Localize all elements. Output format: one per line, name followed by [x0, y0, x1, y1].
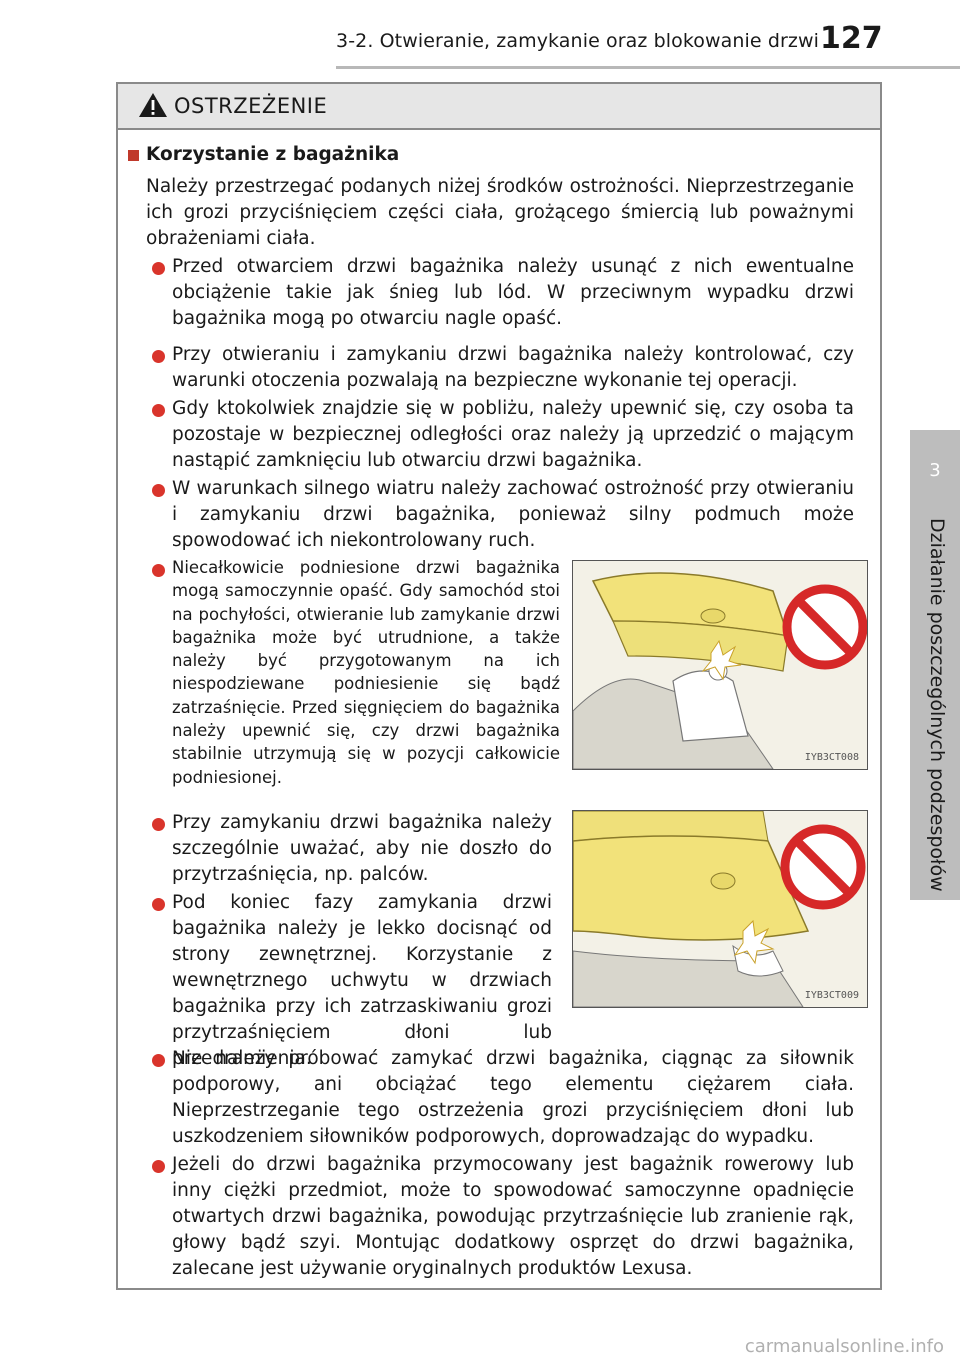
- bullet-item: Nie należy próbować zamykać drzwi bagażn…: [172, 1048, 854, 1147]
- bullet-dot: [152, 818, 165, 831]
- bullet-dot: [152, 898, 165, 911]
- header-rule: [336, 66, 960, 69]
- figure-trunk-lid-falling: IYB3CT008: [572, 560, 868, 770]
- watermark-text[interactable]: carmanualsonline.info: [744, 1336, 944, 1357]
- bullet-item: Jeżeli do drzwi bagażnika przymocowany j…: [172, 1154, 854, 1279]
- figure-code: IYB3CT009: [804, 990, 859, 1001]
- warning-triangle-icon: [139, 93, 167, 117]
- bullet-dot: [152, 1054, 165, 1067]
- warning-intro: Należy przestrzegać podanych niżej środk…: [146, 176, 854, 249]
- bullet-dot: [152, 404, 165, 417]
- illustration-open-tailgate: [573, 561, 867, 769]
- bullet-item: Niecałkowicie podniesione drzwi bagażnik…: [172, 558, 560, 787]
- figure-trunk-lid-closing: IYB3CT009: [572, 810, 868, 1008]
- illustration-closing-tailgate: [573, 811, 867, 1007]
- warning-header: OSTRZEŻENIE: [118, 84, 880, 130]
- chapter-title: Działanie poszczególnych podzespołów: [926, 518, 948, 892]
- bullet-item: Przed otwarciem drzwi bagażnika należy u…: [172, 256, 854, 329]
- bullet-item: W warunkach silnego wiatru należy zachow…: [172, 478, 854, 551]
- page-number: 127: [820, 21, 883, 56]
- bullet-dot: [152, 350, 165, 363]
- bullet-dot: [152, 262, 165, 275]
- chapter-side-tab: 3 Działanie poszczególnych podzespołów: [910, 430, 960, 900]
- section-title: 3-2. Otwieranie, zamykanie oraz blokowan…: [336, 30, 820, 52]
- section-bullet-square: [128, 150, 139, 161]
- bullet-dot: [152, 1160, 165, 1173]
- figure-code: IYB3CT008: [804, 752, 859, 763]
- footer: carmanualsonline.info: [0, 1336, 960, 1357]
- chapter-number: 3: [929, 460, 941, 481]
- warning-heading: Korzystanie z bagażnika: [146, 144, 400, 165]
- bullet-item: Gdy ktokolwiek znajdzie się w pobliżu, n…: [172, 398, 854, 471]
- bullet-dot: [152, 564, 165, 577]
- page-header: 3-2. Otwieranie, zamykanie oraz blokowan…: [0, 0, 960, 69]
- bullet-item: Przy otwieraniu i zamykaniu drzwi bagażn…: [172, 344, 854, 391]
- bullet-item: Przy zamykaniu drzwi bagażnika należy sz…: [172, 812, 552, 885]
- warning-label: OSTRZEŻENIE: [174, 94, 328, 118]
- bullet-item: Pod koniec fazy zamykania drzwi bagażnik…: [172, 892, 552, 1069]
- bullet-dot: [152, 484, 165, 497]
